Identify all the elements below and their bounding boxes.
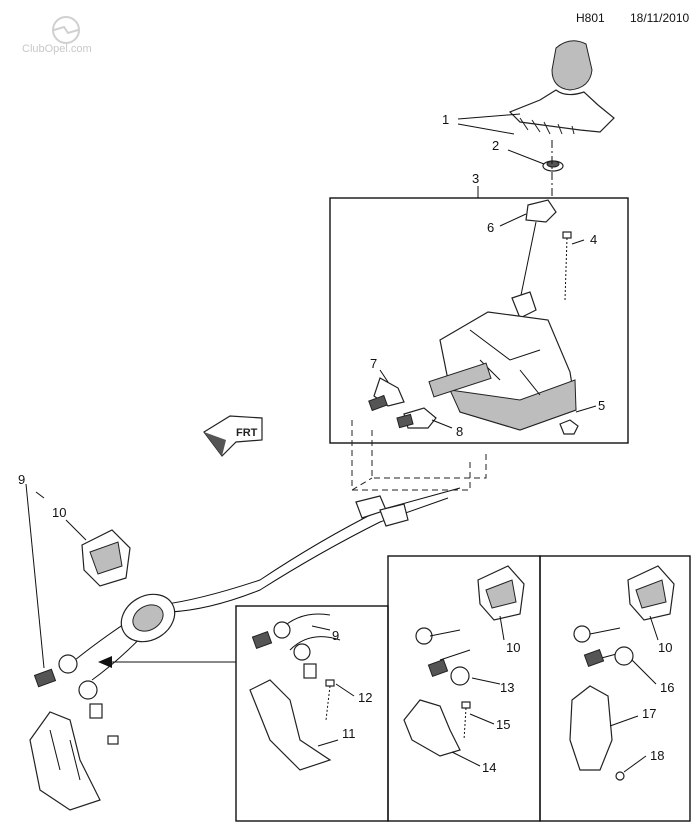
callout-16: 16 — [660, 680, 674, 695]
frt-label: FRT — [236, 427, 258, 439]
pointer-arrow — [98, 656, 236, 668]
callout-9-main: 9 — [18, 472, 25, 487]
callout-1: 1 — [442, 112, 449, 127]
inset-box-c — [539, 555, 691, 822]
watermark-logo: ClubOpel.com — [22, 16, 92, 55]
callout-11: 11 — [342, 726, 356, 741]
callout-10-inset-c: 10 — [658, 640, 672, 655]
cable-end-left — [33, 654, 103, 719]
callout-3: 3 — [472, 171, 479, 186]
gear-knob-and-boot — [508, 40, 615, 135]
boot-ring — [542, 160, 564, 172]
shift-cables — [74, 487, 461, 681]
callout-10-inset-b: 10 — [506, 640, 520, 655]
callout-9-inset-a: 9 — [332, 628, 339, 643]
callout-8: 8 — [456, 424, 463, 439]
callout-14: 14 — [482, 760, 496, 775]
callout-15: 15 — [496, 717, 510, 732]
diagram-code: H801 — [576, 11, 605, 25]
callout-labels: 1 2 3 4 5 6 7 8 9 10 9 12 11 10 13 15 — [18, 112, 674, 775]
nut-5 — [559, 419, 579, 435]
callout-7: 7 — [370, 356, 377, 371]
callout-6: 6 — [487, 220, 494, 235]
diagram-date: 18/11/2010 — [630, 11, 689, 25]
callout-4: 4 — [590, 232, 597, 247]
callout-10-main: 10 — [52, 505, 66, 520]
callout-13: 13 — [500, 680, 514, 695]
shifter-assembly-box — [329, 197, 629, 444]
grommet-10-main — [81, 529, 131, 587]
front-direction-marker: FRT — [203, 415, 263, 457]
callout-5: 5 — [598, 398, 605, 413]
shifter-assembly — [428, 199, 577, 431]
clip-8 — [396, 407, 437, 429]
callout-17: 17 — [642, 706, 656, 721]
callout-12: 12 — [358, 690, 372, 705]
watermark-text: ClubOpel.com — [22, 43, 92, 55]
callout-2: 2 — [492, 138, 499, 153]
clip-7 — [368, 377, 405, 412]
callout-18: 18 — [650, 748, 664, 763]
inset-a-parts — [249, 613, 341, 771]
inset-b-parts — [403, 565, 525, 757]
bolt-4 — [562, 231, 572, 301]
inset-c-parts — [569, 565, 675, 781]
bracket-main — [29, 711, 119, 811]
